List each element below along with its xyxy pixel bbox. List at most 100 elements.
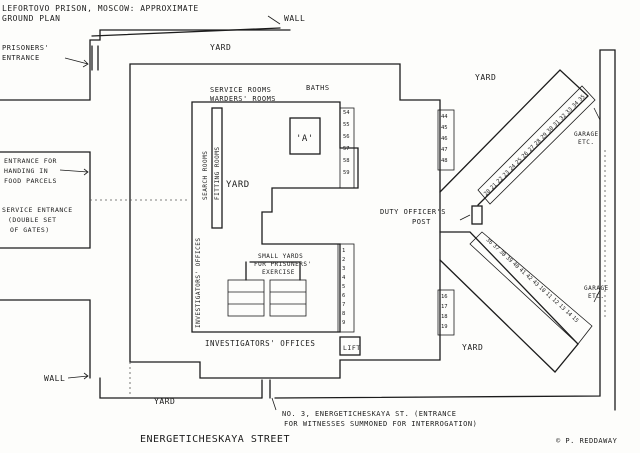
- yard-bottom-label: YARD: [154, 397, 175, 406]
- upper-wing-cell-23: 23: [502, 170, 511, 179]
- lower-wing-cell-11: 11: [544, 291, 553, 300]
- upper-wing-cell-32: 32: [559, 113, 568, 122]
- duty-officer-label-1: DUTY OFFICER'S: [380, 208, 446, 216]
- cell-numbers: 5455565758594445464748123456789202122232…: [342, 94, 587, 330]
- service-entrance-label-3: OF GATES): [10, 226, 50, 234]
- lower-wing-cell-36: 36: [485, 237, 494, 246]
- service-rooms-label-1: SERVICE ROOMS: [210, 86, 271, 94]
- duty-officer-label-2: POST: [412, 218, 431, 226]
- lower-wing-cell-12: 12: [551, 297, 560, 306]
- baths-column-cell-55: 55: [343, 122, 350, 128]
- room-a-label: 'A': [296, 134, 314, 144]
- search-rooms-label-2: FITTING ROOMS: [214, 147, 221, 200]
- upper-wing-cell-21: 21: [489, 182, 498, 191]
- entrance-parcels-label-1: ENTRANCE FOR: [4, 157, 57, 165]
- entrance-interrogation-label-1: NO. 3, ENERGETICHESKAYA ST. (ENTRANCE: [282, 410, 456, 418]
- left-lower-cell-19: 19: [441, 324, 448, 330]
- left-stack-cell-47: 47: [441, 147, 448, 153]
- upper-wing-cell-28: 28: [534, 138, 543, 147]
- upper-wing-cell-25: 25: [515, 157, 524, 166]
- yard-top-label: YARD: [210, 43, 231, 52]
- baths-column-cell-59: 59: [343, 170, 350, 176]
- garage-bottom-label-2: ETC.: [588, 293, 604, 300]
- wall-top-label: WALL: [284, 14, 305, 23]
- lower-wing-cell-15: 15: [570, 315, 579, 324]
- upper-wing-cell-27: 27: [527, 144, 536, 153]
- lower-stack-cell-5: 5: [342, 284, 345, 290]
- garage-top-label-1: GARAGE: [574, 131, 599, 138]
- left-stack-cell-44: 44: [441, 114, 448, 120]
- yard-right-bottom-label: YARD: [462, 343, 483, 352]
- upper-wing-cell-33: 33: [565, 107, 574, 116]
- lower-wing-cell-43: 43: [531, 279, 540, 288]
- left-stack-cell-48: 48: [441, 158, 448, 164]
- left-stack-cell-46: 46: [441, 136, 448, 142]
- upper-wing-cell-35: 35: [578, 94, 587, 103]
- lift-label: LIFT: [343, 344, 361, 352]
- lower-stack-cell-7: 7: [342, 302, 345, 308]
- upper-wing-cell-22: 22: [496, 176, 505, 185]
- service-entrance-label-2: (DOUBLE SET: [8, 216, 57, 224]
- v-wings: [439, 69, 596, 373]
- left-lower-cell-stack: [437, 289, 455, 336]
- entrance-interrogation-label-2: FOR WITNESSES SUMMONED FOR INTERROGATION…: [284, 420, 477, 428]
- baths-label: BATHS: [306, 84, 330, 92]
- lower-stack-cell-6: 6: [342, 293, 345, 299]
- upper-wing-cell-24: 24: [508, 163, 517, 172]
- lower-wing-cell-14: 14: [564, 309, 573, 318]
- lower-wing-cell-39: 39: [504, 255, 513, 264]
- title-line-2: GROUND PLAN: [2, 14, 60, 23]
- upper-wing-cell-26: 26: [521, 151, 530, 160]
- arrows: [59, 15, 601, 411]
- baths-column-cell-57: 57: [343, 146, 350, 152]
- prisoners-entrance-label-1: PRISONERS': [2, 44, 49, 52]
- outer-walls: [0, 27, 616, 411]
- yard-right-top-label: YARD: [475, 73, 496, 82]
- entrance-parcels-label-3: FOOD PARCELS: [4, 177, 57, 185]
- upper-wing-cell-29: 29: [540, 132, 549, 141]
- street-label: ENERGETICHESKAYA STREET: [140, 434, 290, 445]
- lower-wing-cell-40: 40: [511, 261, 520, 270]
- lower-stack-cell-3: 3: [342, 266, 345, 272]
- service-entrance-label-1: SERVICE ENTRANCE: [2, 206, 73, 214]
- upper-wing-cell-31: 31: [552, 119, 561, 128]
- baths-column-cell-54: 54: [343, 110, 350, 116]
- lower-stack-cell-2: 2: [342, 257, 345, 263]
- lower-stack-cell-8: 8: [342, 311, 345, 317]
- garage-top-label-2: ETC.: [578, 139, 594, 146]
- small-exercise-yards: [227, 261, 307, 317]
- upper-wing-cell-20: 20: [483, 188, 492, 197]
- prison-main-block: [129, 63, 441, 379]
- left-stack-cell-45: 45: [441, 125, 448, 131]
- service-rooms-label-2: WARDERS' ROOMS: [210, 95, 276, 103]
- lower-wing-cell-37: 37: [491, 243, 500, 252]
- search-rooms-label-1: SEARCH ROOMS: [202, 151, 209, 200]
- lower-wing-cell-38: 38: [498, 249, 507, 258]
- baths-column-cell-56: 56: [343, 134, 350, 140]
- lower-wing-cell-42: 42: [524, 273, 533, 282]
- baths-column-cell-58: 58: [343, 158, 350, 164]
- prisoners-entrance-label-2: ENTRANCE: [2, 54, 40, 62]
- copyright-label: © P. REDDAWAY: [556, 437, 618, 445]
- lower-stack-cell-4: 4: [342, 275, 346, 281]
- left-lower-cell-16: 16: [441, 294, 448, 300]
- investigators-offices-vertical-label: INVESTIGATORS' OFFICES: [195, 238, 202, 328]
- lower-wing-cell-10: 10: [537, 285, 546, 294]
- left-cell-stack: [437, 109, 455, 171]
- upper-wing-cell-30: 30: [546, 125, 555, 134]
- lower-stack-cell-9: 9: [342, 320, 345, 326]
- investigators-offices-label: INVESTIGATORS' OFFICES: [205, 339, 315, 348]
- entrance-parcels-label-2: HANDING IN: [4, 167, 48, 175]
- lower-stack-cell-1: 1: [342, 248, 345, 254]
- lower-wing-cell-13: 13: [557, 303, 566, 312]
- title-line-1: LEFORTOVO PRISON, MOSCOW: APPROXIMATE: [2, 4, 199, 13]
- upper-wing-cell-34: 34: [571, 100, 580, 109]
- yard-center-label: YARD: [226, 180, 250, 190]
- small-yards-label-2: FOR PRISONERS': [254, 261, 312, 268]
- garage-bottom-label-1: GARAGE: [584, 285, 609, 292]
- small-yards-label-3: EXERCISE: [262, 269, 295, 276]
- left-lower-cell-17: 17: [441, 304, 448, 310]
- small-yards-label-1: SMALL YARDS: [258, 253, 303, 260]
- left-lower-cell-18: 18: [441, 314, 448, 320]
